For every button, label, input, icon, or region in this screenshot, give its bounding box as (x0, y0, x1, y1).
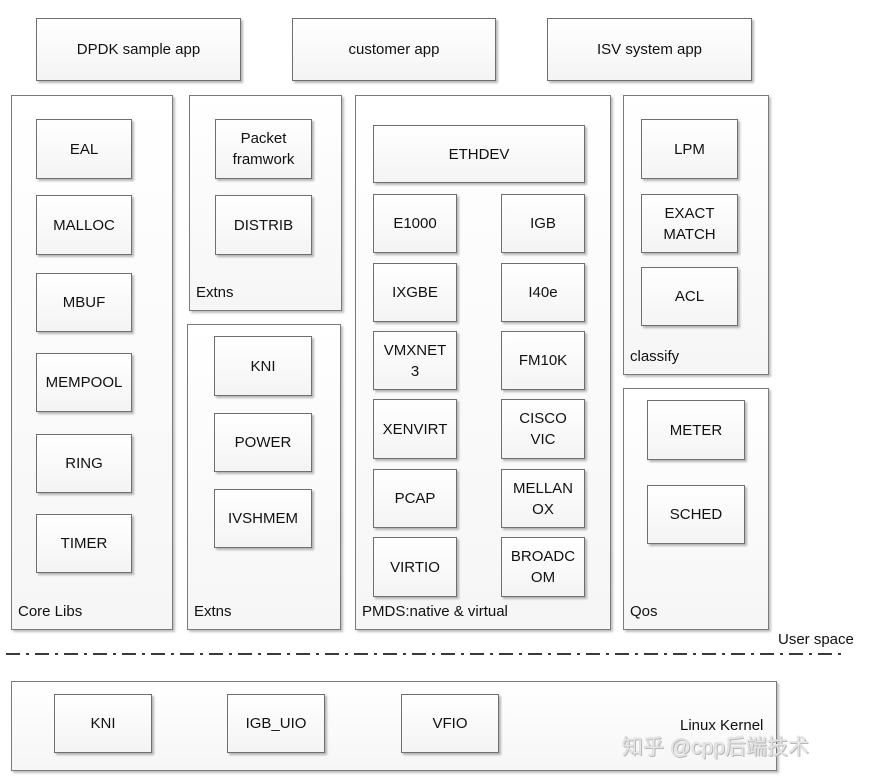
pmds-label: PMDS:native & virtual (362, 603, 508, 620)
extns-top-label: Extns (196, 284, 234, 301)
broadcom-box: BROADC OM (501, 537, 585, 597)
meter-box: METER (647, 400, 745, 460)
classify-label: classify (630, 348, 680, 365)
mbuf-box: MBUF (36, 273, 132, 332)
dpdk-sample-app-box: DPDK sample app (36, 18, 241, 81)
user-kernel-divider (6, 653, 842, 655)
kernel-kni-box: KNI (54, 694, 152, 753)
exact-match-box: EXACT MATCH (641, 194, 738, 253)
fm10k-box: FM10K (501, 331, 585, 390)
e1000-box: E1000 (373, 194, 457, 253)
power-box: POWER (214, 413, 312, 472)
extns-bottom-label: Extns (194, 603, 232, 620)
i40e-box: I40e (501, 263, 585, 322)
core-libs-label: Core Libs (18, 603, 83, 620)
ixgbe-box: IXGBE (373, 263, 457, 322)
timer-box: TIMER (36, 514, 132, 573)
distrib-box: DISTRIB (215, 195, 312, 255)
kni-box: KNI (214, 336, 312, 396)
vfio-box: VFIO (401, 694, 499, 753)
malloc-box: MALLOC (36, 195, 132, 255)
user-space-label: User space (778, 631, 854, 648)
eal-box: EAL (36, 119, 132, 179)
ring-box: RING (36, 434, 132, 493)
mellanox-box: MELLAN OX (501, 469, 585, 528)
vmxnet3-box: VMXNET 3 (373, 331, 457, 390)
cisco-vic-box: CISCO VIC (501, 399, 585, 459)
xenvirt-box: XENVIRT (373, 399, 457, 459)
acl-box: ACL (641, 267, 738, 326)
packet-framework-box: Packet framwork (215, 119, 312, 179)
customer-app-box: customer app (292, 18, 496, 81)
ethdev-box: ETHDEV (373, 125, 585, 183)
linux-kernel-label: Linux Kernel (680, 717, 764, 734)
virtio-box: VIRTIO (373, 537, 457, 597)
sched-box: SCHED (647, 485, 745, 544)
qos-label: Qos (630, 603, 658, 620)
igb-uio-box: IGB_UIO (227, 694, 325, 753)
pcap-box: PCAP (373, 469, 457, 528)
ivshmem-box: IVSHMEM (214, 489, 312, 548)
mempool-box: MEMPOOL (36, 353, 132, 412)
lpm-box: LPM (641, 119, 738, 179)
igb-box: IGB (501, 194, 585, 253)
isv-system-app-box: ISV system app (547, 18, 752, 81)
watermark-text: 知乎 @cpp后端技术 (622, 736, 810, 759)
